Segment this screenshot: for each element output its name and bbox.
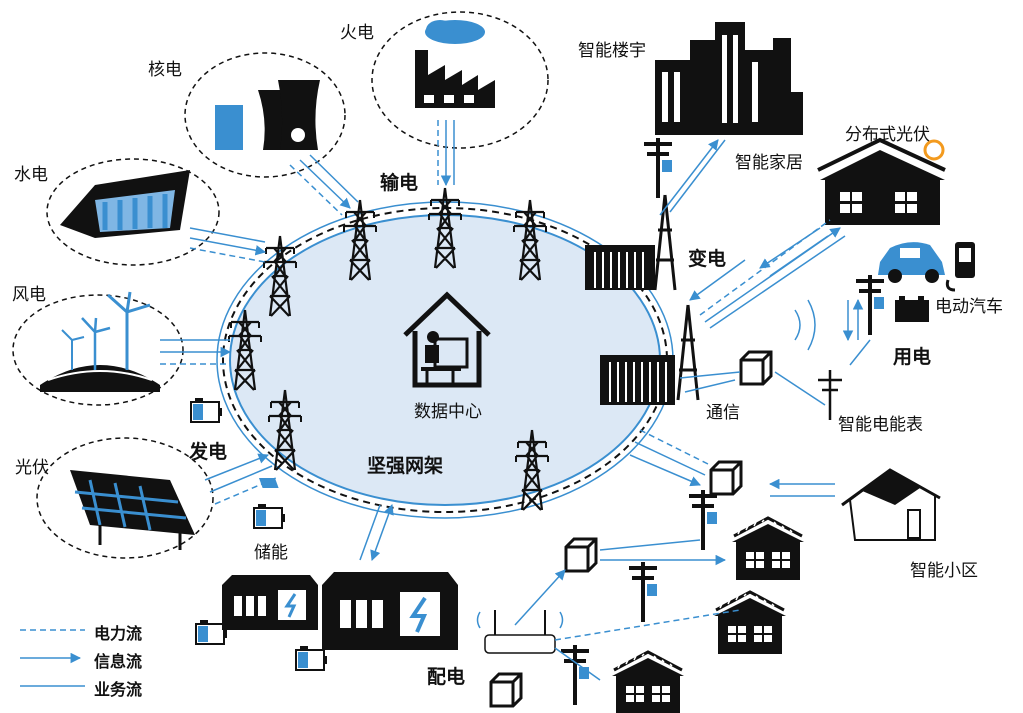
transmission-label: 输电 [380, 172, 419, 194]
legend [20, 629, 85, 687]
strong-grid-label: 坚强网架 [367, 455, 444, 477]
ev-car-icon [878, 242, 975, 292]
thermal-plant-icon [415, 20, 495, 108]
smart-community-house-icon [841, 468, 941, 541]
hydro-label: 水电 [14, 165, 48, 185]
data-center-label: 数据中心 [414, 402, 482, 422]
wind-farm-icon [40, 291, 160, 392]
legend-business-flow-label: 业务流 [94, 680, 143, 699]
nuclear-label: 核电 [148, 60, 182, 80]
nuclear-plant-icon [215, 80, 320, 150]
home-battery-icon [895, 296, 929, 322]
flow-lines [160, 120, 871, 681]
distributed-pv-house-icon [817, 137, 946, 225]
thermal-label: 火电 [340, 23, 374, 43]
smart-building-label: 智能楼宇 [578, 41, 646, 61]
hydro-plant-icon [60, 170, 190, 238]
solar-panel-icon [70, 470, 279, 550]
smart-meter-label: 智能电能表 [838, 415, 923, 435]
storage-station-icon [222, 572, 458, 650]
solar-label: 光伏 [15, 458, 49, 478]
data-center-icon [403, 291, 491, 388]
substation-label: 变电 [688, 248, 727, 270]
smart-meter-icon [794, 299, 842, 420]
consumption-label: 用电 [893, 346, 932, 368]
distributed-pv-label: 分布式光伏 [845, 125, 930, 145]
smart-community-label: 智能小区 [910, 561, 978, 581]
ev-label: 电动汽车 [935, 297, 1003, 317]
storage-label: 储能 [254, 543, 288, 563]
substation-icons [585, 194, 700, 405]
smart-building-icon [655, 22, 803, 135]
generation-label: 发电 [189, 441, 228, 463]
wind-label: 风电 [12, 285, 46, 305]
legend-info-flow-label: 信息流 [94, 652, 143, 671]
communication-label: 通信 [706, 403, 740, 423]
router-icon [476, 610, 564, 654]
smart-home-label: 智能家居 [735, 153, 803, 173]
distribution-label: 配电 [427, 666, 466, 688]
legend-power-flow-label: 电力流 [94, 624, 143, 643]
